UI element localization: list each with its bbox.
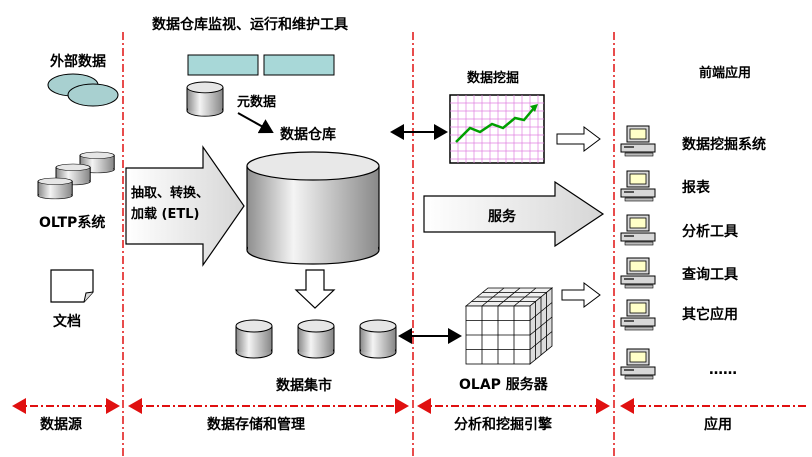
- app-item-mining-system: 数据挖掘系统: [682, 137, 766, 153]
- zone-label-engine: 分析和挖掘引擎: [454, 417, 552, 433]
- docs-label: 文档: [53, 314, 81, 330]
- warehouse-label: 数据仓库: [280, 127, 336, 143]
- metadata-cylinder-icon: [186, 81, 224, 117]
- etl-label-line1: 抽取、转换、: [131, 186, 210, 201]
- computer-icon-3: [620, 214, 656, 246]
- app-item-ellipsis: ……: [709, 362, 737, 378]
- data-mining-chart-icon: [449, 94, 545, 164]
- service-arrow: [423, 180, 605, 248]
- metadata-to-warehouse-arrow: [237, 112, 274, 134]
- diagram-title: 数据仓库监视、运行和维护工具: [152, 17, 348, 33]
- apps-header: 前端应用: [699, 66, 752, 81]
- oltp-label: OLTP系统: [39, 215, 106, 231]
- computer-icon-2: [620, 170, 656, 202]
- olap-cube-icon: [464, 287, 554, 365]
- computer-icon-5: [620, 299, 656, 331]
- zone-label-source: 数据源: [40, 417, 82, 433]
- zone-label-storage: 数据存储和管理: [207, 417, 305, 433]
- datamart-cylinder-icon-1: [235, 319, 273, 359]
- datamart-cylinder-icon-2: [297, 319, 335, 359]
- app-item-query-tool: 查询工具: [682, 267, 738, 283]
- computer-icon-4: [620, 257, 656, 289]
- metadata-label: 元数据: [237, 95, 277, 110]
- datamart-label: 数据集市: [276, 378, 332, 394]
- datamart-cylinder-icon-3: [359, 319, 397, 359]
- computer-icon-1: [620, 125, 656, 157]
- etl-label-line2: 加载 (ETL): [131, 207, 200, 222]
- service-label: 服务: [488, 209, 516, 225]
- warehouse-to-datamart-arrow: [294, 269, 336, 309]
- computer-icon-6: [620, 348, 656, 380]
- app-item-other: 其它应用: [682, 307, 738, 323]
- external-data-label: 外部数据: [50, 54, 106, 70]
- warehouse-cylinder-icon: [246, 151, 380, 265]
- document-icon: [50, 269, 94, 303]
- metadata-block-2: [263, 54, 335, 76]
- etl-arrow: [125, 145, 245, 267]
- oltp-database-icon: [37, 151, 115, 200]
- metadata-block-1: [187, 54, 259, 76]
- app-item-report: 报表: [682, 180, 710, 196]
- olap-to-app-arrow: [561, 282, 601, 308]
- zone-label-app: 应用: [704, 417, 732, 433]
- external-data-icon: [47, 73, 119, 107]
- mining-label: 数据挖掘: [467, 71, 520, 86]
- app-item-analysis-tool: 分析工具: [682, 224, 738, 240]
- olap-label: OLAP 服务器: [459, 377, 548, 393]
- mining-to-app-arrow: [556, 126, 601, 152]
